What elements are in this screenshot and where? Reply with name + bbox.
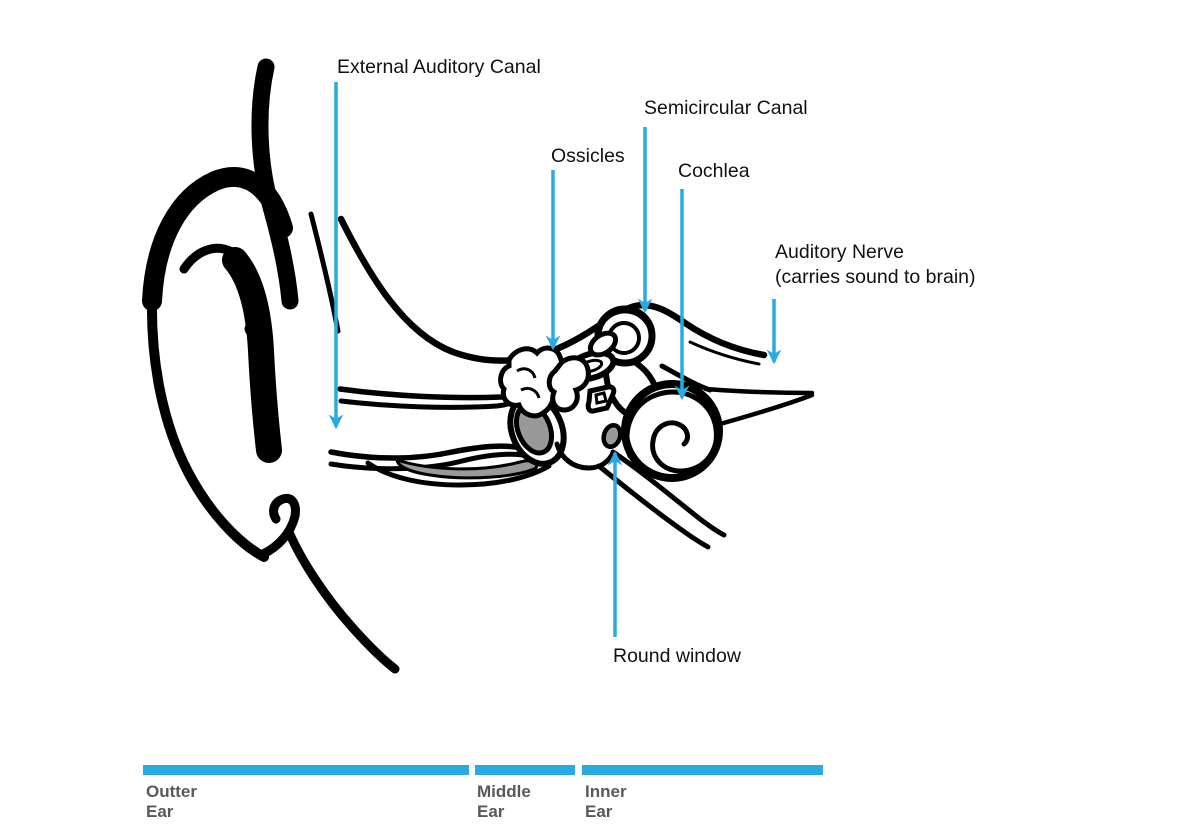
- region-label-inner-ear: Inner Ear: [585, 782, 627, 821]
- behind-ear-line: [308, 211, 341, 334]
- tragus: [244, 322, 278, 421]
- auditory-nerve-lines: [659, 363, 815, 427]
- label-auditory-nerve: Auditory Nerve (carries sound to brain): [775, 240, 976, 290]
- round-window-shape: [601, 423, 623, 449]
- callout-arrows: [328, 82, 782, 637]
- pinna-lower-outline: [146, 296, 269, 562]
- region-bar-middle-ear: [475, 765, 575, 775]
- label-round-window: Round window: [613, 645, 741, 667]
- pinna: [142, 58, 400, 674]
- region-label-middle-ear: Middle Ear: [477, 782, 531, 821]
- eustachian-tube: [596, 449, 727, 550]
- label-cochlea: Cochlea: [678, 160, 750, 182]
- label-ossicles: Ossicles: [551, 145, 625, 167]
- auditory-nerve-title: Auditory Nerve: [775, 241, 904, 263]
- auditory-nerve-subtitle: (carries sound to brain): [775, 266, 976, 288]
- crus-of-helix: [251, 58, 299, 310]
- ossicles-bones: [498, 345, 617, 419]
- region-label-outer-ear: Outter Ear: [146, 782, 197, 821]
- cochlea-spiral: [624, 389, 719, 474]
- region-bar-inner-ear: [582, 765, 823, 775]
- canal-shading: [395, 457, 539, 480]
- label-external-auditory-canal: External Auditory Canal: [337, 56, 541, 78]
- label-semicircular-canal: Semicircular Canal: [644, 97, 808, 119]
- earlobe-hook: [258, 493, 300, 559]
- cochlea-shape: [621, 380, 723, 482]
- jaw-tail-line: [284, 527, 400, 674]
- skull-outline: [337, 215, 768, 366]
- region-bar-outer-ear: [143, 765, 469, 775]
